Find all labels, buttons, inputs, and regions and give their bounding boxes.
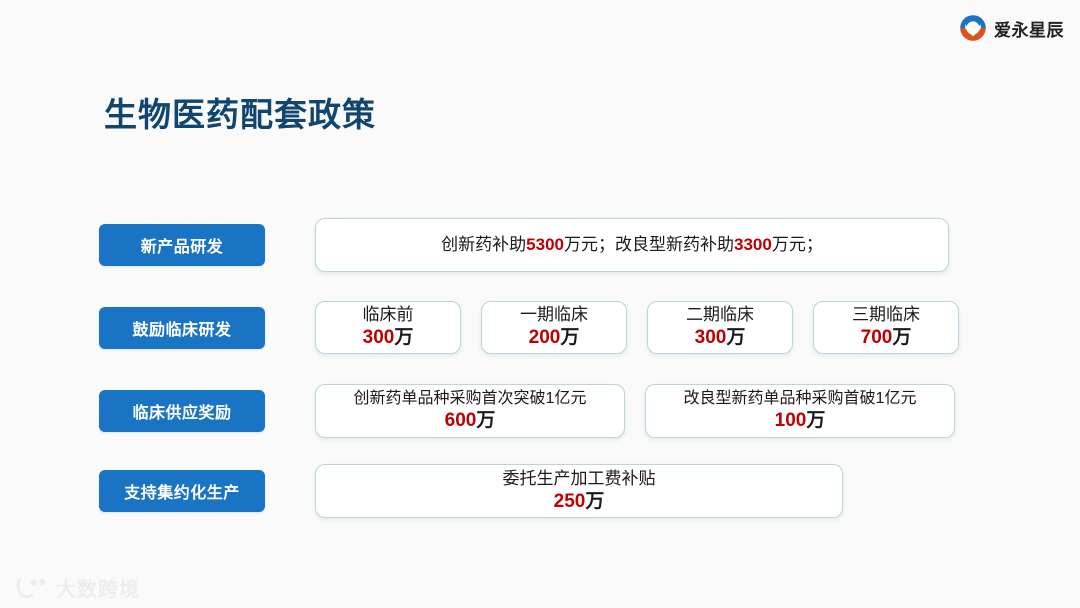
card-title: 临床前 xyxy=(362,305,414,325)
policy-card[interactable]: 一期临床 200万 xyxy=(481,301,627,354)
row-tag-new-product[interactable]: 新产品研发 xyxy=(99,224,265,266)
row-cards-intensive-production: 委托生产加工费补贴 250万 xyxy=(315,464,843,518)
card-title: 改良型新药单品种采购首破1亿元 xyxy=(683,389,917,407)
card-text: 创新药补助5300万元；改良型新药补助3300万元； xyxy=(441,234,823,256)
card-title: 创新药单品种采购首次突破1亿元 xyxy=(353,389,587,407)
policy-row-clinical-rd: 鼓励临床研发 临床前 300万 一期临床 200万 二期临床 300万 三期临床… xyxy=(99,301,959,354)
watermark-text: 大数跨境 xyxy=(56,579,140,601)
policy-row-clinical-supply: 临床供应奖励 创新药单品种采购首次突破1亿元 600万 改良型新药单品种采购首破… xyxy=(99,384,955,438)
policy-card[interactable]: 委托生产加工费补贴 250万 xyxy=(315,464,843,518)
card-unit: 万 xyxy=(476,410,496,432)
card-amount: 100 xyxy=(774,410,807,432)
card-value: 250万 xyxy=(554,490,605,514)
policy-card[interactable]: 创新药单品种采购首次突破1亿元 600万 xyxy=(315,384,625,438)
card-value: 300万 xyxy=(695,326,746,350)
card-value: 300万 xyxy=(363,326,414,350)
card-amount-2: 3300 xyxy=(734,235,772,255)
card-title: 三期临床 xyxy=(852,305,920,325)
card-text-mid: 万元；改良型新药补助 xyxy=(564,235,734,255)
row-cards-clinical-supply: 创新药单品种采购首次突破1亿元 600万 改良型新药单品种采购首破1亿元 100… xyxy=(315,384,955,438)
policy-card[interactable]: 二期临床 300万 xyxy=(647,301,793,354)
circle-heart-logo-icon xyxy=(959,14,987,42)
row-tag-clinical-supply[interactable]: 临床供应奖励 xyxy=(99,390,265,432)
card-unit: 万 xyxy=(806,410,826,432)
row-cards-new-product: 创新药补助5300万元；改良型新药补助3300万元； xyxy=(315,218,949,272)
card-amount: 700 xyxy=(860,327,893,349)
card-unit: 万 xyxy=(726,327,746,349)
card-unit: 万 xyxy=(585,490,605,512)
card-value: 700万 xyxy=(861,326,912,350)
card-unit: 万 xyxy=(560,327,580,349)
card-title: 一期临床 xyxy=(520,305,588,325)
row-tag-clinical-rd[interactable]: 鼓励临床研发 xyxy=(99,306,265,349)
policy-card[interactable]: 临床前 300万 xyxy=(315,301,461,354)
page-title: 生物医药配套政策 xyxy=(104,96,376,133)
policy-row-intensive-production: 支持集约化生产 委托生产加工费补贴 250万 xyxy=(99,464,843,518)
card-amount: 600 xyxy=(444,410,477,432)
card-amount: 200 xyxy=(528,327,561,349)
card-value: 600万 xyxy=(445,409,496,433)
card-unit: 万 xyxy=(394,327,414,349)
card-text-pre: 创新药补助 xyxy=(441,235,527,255)
card-title: 二期临床 xyxy=(686,305,754,325)
card-text-post: 万元； xyxy=(771,235,823,255)
card-amount-1: 5300 xyxy=(526,235,564,255)
dashujingjing-logo-icon xyxy=(14,576,48,600)
card-amount: 250 xyxy=(553,490,586,512)
policy-card[interactable]: 创新药补助5300万元；改良型新药补助3300万元； xyxy=(315,218,949,272)
card-value: 200万 xyxy=(529,326,580,350)
row-tag-intensive-production[interactable]: 支持集约化生产 xyxy=(99,470,265,512)
watermark: 大数跨境 xyxy=(14,573,140,602)
policy-row-new-product: 新产品研发 创新药补助5300万元；改良型新药补助3300万元； xyxy=(99,218,949,272)
policy-card[interactable]: 改良型新药单品种采购首破1亿元 100万 xyxy=(645,384,955,438)
card-amount: 300 xyxy=(362,327,395,349)
brand-name: 爱永星辰 xyxy=(994,20,1064,40)
policy-card[interactable]: 三期临床 700万 xyxy=(813,301,959,354)
row-cards-clinical-rd: 临床前 300万 一期临床 200万 二期临床 300万 三期临床 700万 xyxy=(315,301,959,354)
brand-logo: 爱永星辰 xyxy=(959,14,1064,42)
card-amount: 300 xyxy=(694,327,727,349)
card-value: 100万 xyxy=(775,409,826,433)
card-title: 委托生产加工费补贴 xyxy=(502,468,656,488)
card-unit: 万 xyxy=(892,327,912,349)
